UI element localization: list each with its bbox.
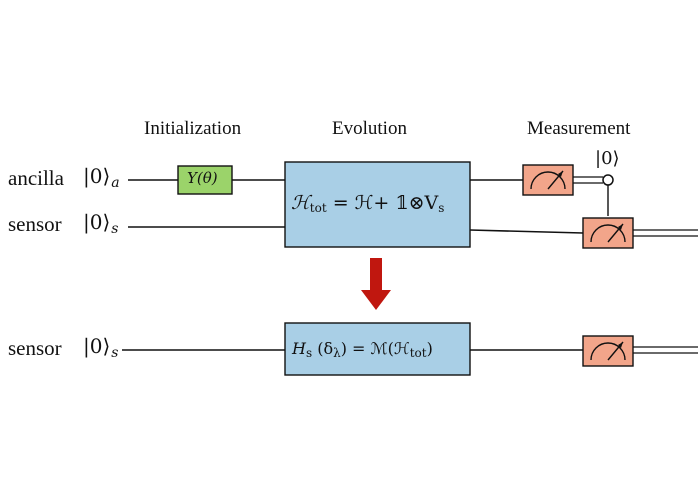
evolution-gate (284, 161, 471, 248)
sensor-top-meter-icon (582, 217, 634, 249)
sensor-bottom-state: |0⟩s (83, 334, 119, 361)
sensor-top-label: sensor (8, 212, 62, 236)
header-evolution: Evolution (332, 118, 407, 139)
initialization-gate-label: Y(θ) (187, 169, 218, 187)
evolution-gate-label: ℋtot = ℋ+ 𝟙⊗Vs (291, 192, 445, 215)
sensor-top-state: |0⟩s (83, 210, 119, 237)
header-measurement: Measurement (527, 118, 631, 139)
sensor-bottom-meter-icon (582, 335, 634, 367)
effective-hamiltonian-label: Hs (δλ) = ℳ(ℋtot) (292, 339, 433, 360)
ancilla-label: ancilla (8, 166, 64, 190)
reset-node (602, 174, 614, 186)
ancilla-meter-icon (522, 164, 574, 196)
initialization-gate (177, 165, 233, 195)
header-initialization: Initialization (144, 118, 242, 139)
sensor-bottom-label: sensor (8, 336, 62, 360)
sensor-top-wire-out (469, 229, 584, 234)
ancilla-state: |0⟩a (83, 164, 120, 191)
reduction-arrow-icon (361, 258, 391, 310)
reset-state-label: |0⟩ (595, 148, 620, 169)
effective-hamiltonian-gate (284, 322, 471, 376)
